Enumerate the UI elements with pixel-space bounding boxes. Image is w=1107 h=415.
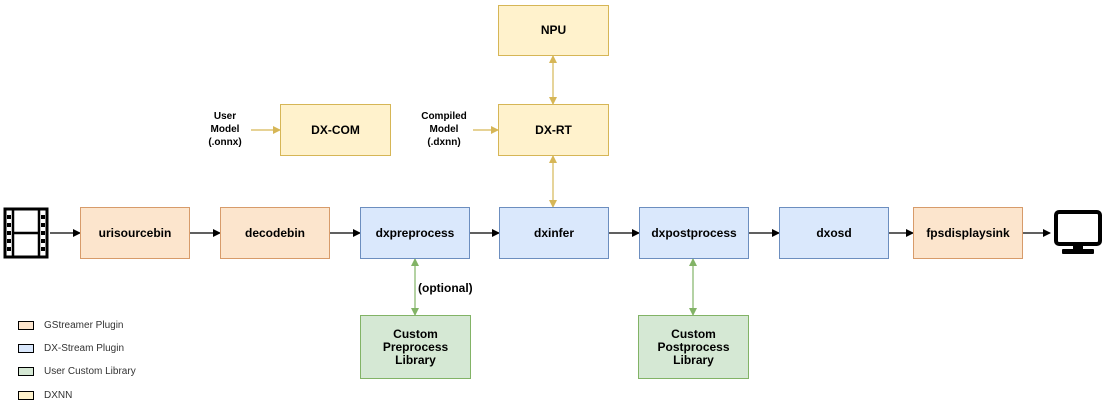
- dxrt-node: DX-RT: [498, 104, 609, 156]
- legend-swatch-dxnn: [18, 390, 34, 400]
- compiled-model-label: Compiled Model (.dxnn): [421, 111, 467, 148]
- npu-node: NPU: [498, 5, 609, 56]
- custom-postprocess-library-node: Custom Postprocess Library: [638, 315, 749, 379]
- legend-swatch-gstreamer: [18, 320, 34, 330]
- fpsdisplaysink-node: fpsdisplaysink: [913, 207, 1023, 259]
- legend-label-user-custom: User Custom Library: [44, 365, 136, 377]
- dxinfer-node: dxinfer: [499, 207, 609, 259]
- legend-item-dxnn: DXNN: [18, 388, 72, 402]
- legend-swatch-user-custom: [18, 366, 34, 376]
- user-model-label: User Model (.onnx): [208, 111, 242, 148]
- legend-label-dxnn: DXNN: [44, 389, 73, 401]
- legend-item-gstreamer: GStreamer Plugin: [18, 318, 123, 332]
- legend-swatch-dx-stream: [18, 343, 34, 353]
- decodebin-node: decodebin: [220, 207, 330, 259]
- dxpostprocess-node: dxpostprocess: [639, 207, 749, 259]
- optional-label: (optional): [418, 281, 473, 295]
- urisourcebin-node: urisourcebin: [80, 207, 190, 259]
- dxosd-node: dxosd: [779, 207, 889, 259]
- monitor-icon: [1054, 210, 1102, 254]
- dxpreprocess-node: dxpreprocess: [360, 207, 470, 259]
- legend-label-gstreamer: GStreamer Plugin: [44, 319, 124, 331]
- film-strip-icon: [3, 207, 49, 259]
- legend-item-user-custom: User Custom Library: [18, 364, 136, 378]
- dxcom-node: DX-COM: [280, 104, 391, 156]
- legend-item-dx-stream: DX-Stream Plugin: [18, 341, 124, 355]
- custom-preprocess-library-node: Custom Preprocess Library: [360, 315, 471, 379]
- legend-label-dx-stream: DX-Stream Plugin: [44, 342, 125, 354]
